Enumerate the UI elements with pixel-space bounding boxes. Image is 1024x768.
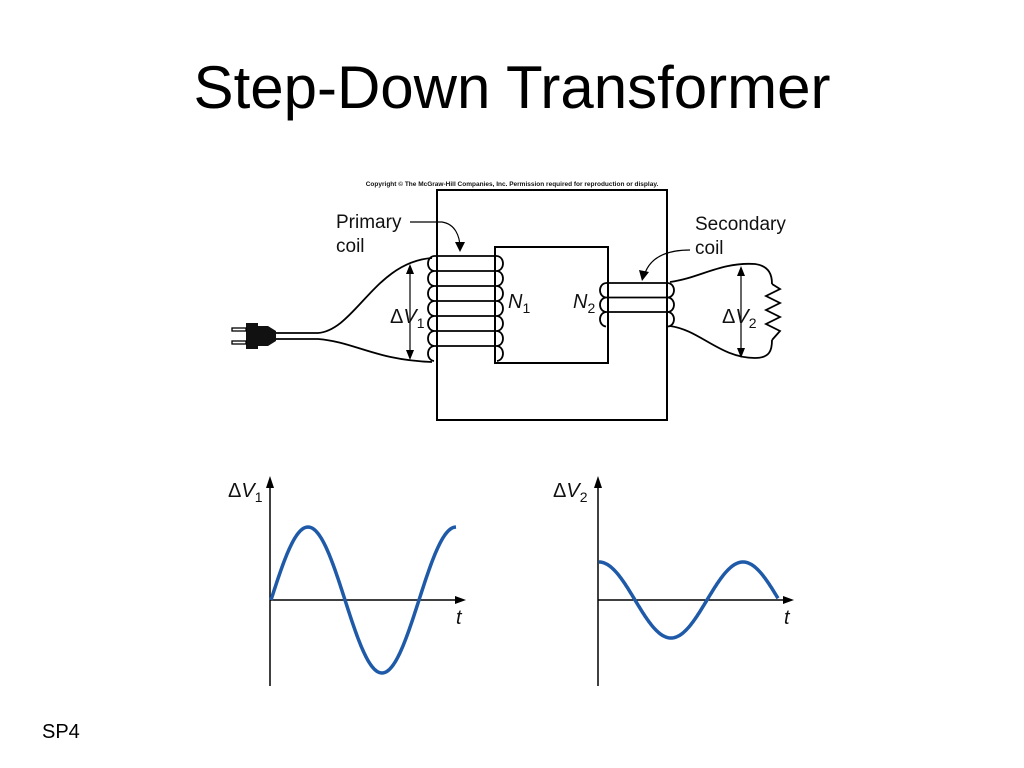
graph1-sine-wave xyxy=(269,525,457,675)
coil-loop-right xyxy=(496,255,504,272)
primary-coil-label-line1: Primary xyxy=(336,212,402,233)
secondary-turns-label: N2 xyxy=(573,291,595,316)
slide-title: Step-Down Transformer xyxy=(193,54,831,121)
graph2-x-arrowhead xyxy=(783,596,794,604)
coil-loop-right xyxy=(496,270,504,287)
primary-voltage-graph: ΔV1 t xyxy=(228,476,466,686)
graph1-x-arrowhead xyxy=(455,596,466,604)
coil-loop-left xyxy=(427,285,435,302)
secondary-coil-label-line1: Secondary xyxy=(695,214,786,235)
secondary-voltage-label: ΔV2 xyxy=(722,306,757,331)
graph2-x-label: t xyxy=(784,607,791,629)
secondary-wire-top xyxy=(669,263,773,285)
graph2-y-arrowhead xyxy=(594,476,602,488)
graph2-y-label: ΔV2 xyxy=(553,480,588,505)
coil-loop-left xyxy=(427,315,435,332)
slide-footer: SP4 xyxy=(42,721,80,743)
graph1-y-label: ΔV1 xyxy=(228,480,263,505)
secondary-wire-bottom xyxy=(669,325,773,359)
coil-loop-left xyxy=(599,282,607,299)
coil-loop-right xyxy=(667,311,675,328)
core-outer-frame xyxy=(436,189,668,421)
coil-loop-right xyxy=(496,345,504,362)
secondary-coil-label-line2: coil xyxy=(695,238,724,259)
coil-loop-right xyxy=(667,282,675,299)
primary-voltage-label: ΔV1 xyxy=(390,306,425,331)
primary-wire-bottom xyxy=(270,338,433,363)
secondary-pointer-arrowhead xyxy=(639,270,649,281)
primary-pointer-arrowhead xyxy=(455,242,465,252)
coil-loop-left xyxy=(599,311,607,328)
primary-voltage-arrow xyxy=(406,264,414,360)
coil-loop-left xyxy=(427,300,435,317)
secondary-coil xyxy=(599,282,675,328)
graph1-x-label: t xyxy=(456,607,463,629)
load-resistor xyxy=(763,283,783,341)
secondary-voltage-graph: ΔV2 t xyxy=(553,476,794,686)
graph1-y-arrowhead xyxy=(266,476,274,488)
coil-loop-left xyxy=(427,345,435,362)
primary-label-pointer xyxy=(410,221,461,249)
coil-loop-left xyxy=(427,255,435,272)
power-plug xyxy=(231,323,276,349)
copyright-notice: Copyright © The McGraw-Hill Companies, I… xyxy=(366,180,659,188)
primary-wire-top xyxy=(270,257,433,334)
coil-loop-right xyxy=(496,300,504,317)
coil-loop-right xyxy=(496,315,504,332)
coil-loop-right xyxy=(496,330,504,347)
coil-loop-left xyxy=(599,296,607,313)
coil-loop-right xyxy=(496,285,504,302)
coil-loop-left xyxy=(427,270,435,287)
graph2-cosine-wave xyxy=(599,560,780,640)
coil-loop-left xyxy=(427,330,435,347)
primary-coil xyxy=(427,255,504,362)
secondary-voltage-arrow xyxy=(737,266,745,358)
core-inner-window xyxy=(494,246,609,364)
coil-loop-right xyxy=(667,296,675,313)
primary-coil-label-line2: coil xyxy=(336,236,365,257)
primary-turns-label: N1 xyxy=(508,291,530,316)
